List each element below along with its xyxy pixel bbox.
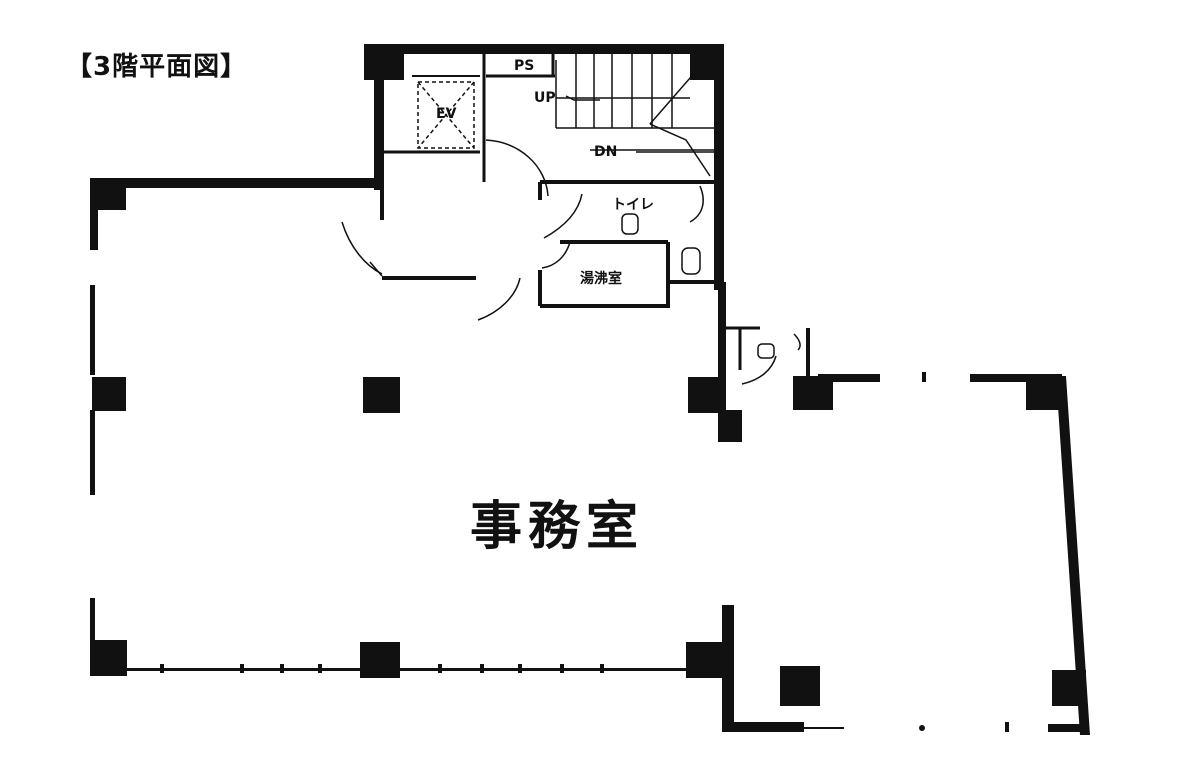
columns (90, 44, 1086, 706)
door-swing-toilet-2 (689, 185, 704, 223)
sink-fixture (757, 343, 775, 359)
wall-right-top-2 (970, 374, 1062, 382)
toilet-fixture (681, 247, 701, 275)
wall-left-4 (90, 598, 95, 676)
wall-bottom-dot (919, 725, 925, 731)
column (92, 377, 126, 411)
column (364, 44, 404, 80)
door-swing-entry (793, 333, 801, 351)
interior-walls (380, 54, 810, 376)
column (90, 178, 126, 210)
wall-core-top (368, 44, 722, 54)
wall-right-top-1 (818, 374, 880, 382)
wall-office-top (90, 178, 382, 188)
column (360, 642, 400, 678)
column (1052, 670, 1086, 706)
wall-bottom-stub (1005, 722, 1009, 732)
mullion (560, 664, 564, 673)
wall-bottom-right (722, 722, 804, 732)
window-mullions (160, 664, 604, 673)
wall-left-3 (90, 410, 95, 495)
door-swing-kitchen (541, 241, 571, 269)
room-label-office: 事務室 (470, 497, 645, 557)
door-swing-toilet (543, 193, 583, 239)
door-swing-lobby-left-2 (369, 261, 383, 277)
column (718, 410, 742, 442)
wall-top-mark (922, 372, 926, 382)
room-label-dn: DN (594, 144, 618, 160)
room-label-ps: PS (514, 58, 535, 74)
mullion (600, 664, 604, 673)
room-label-toilet: トイレ (612, 197, 654, 213)
mullion (280, 664, 284, 673)
doors (341, 139, 801, 385)
room-label-kitchen: 湯沸室 (580, 271, 622, 287)
column (686, 642, 728, 678)
column (688, 377, 726, 413)
mullion (160, 664, 164, 673)
column (1026, 376, 1064, 410)
column (93, 640, 127, 676)
stair-arrow (649, 71, 717, 125)
wall-bottom-right-2 (1048, 724, 1088, 732)
door-swing-lobby-left (341, 221, 383, 275)
stair (555, 54, 717, 177)
wall-left-1 (90, 180, 98, 250)
wall-core-right-lower (718, 282, 726, 442)
wall-core-left (374, 44, 384, 190)
stair-arrow (649, 123, 711, 177)
wall-core-right (714, 44, 724, 290)
door-swing-lobby-main (485, 139, 549, 197)
mullion (480, 664, 484, 673)
ev-shaft (417, 81, 475, 149)
ev-box (417, 81, 475, 149)
ev-cross (417, 81, 475, 149)
wall-left-2 (90, 285, 95, 375)
column (363, 377, 400, 413)
wall-bottom-left (95, 668, 725, 671)
mullion (318, 664, 322, 673)
wall-right-side (1056, 376, 1090, 735)
room-label-up: UP (534, 90, 556, 106)
room-label-ev: EV (436, 106, 457, 122)
toilet-fixture-2 (621, 213, 639, 235)
mullion (240, 664, 244, 673)
column (793, 376, 833, 410)
door-swing-office (477, 277, 521, 321)
plan-title: 【3階平面図】 (66, 52, 248, 82)
mullion (438, 664, 442, 673)
stair-arrow (565, 95, 600, 101)
column (780, 666, 820, 706)
exterior-walls (90, 44, 1090, 735)
door-swing-service (741, 355, 777, 385)
wall-bottom-thin (804, 727, 844, 729)
mullion (518, 664, 522, 673)
